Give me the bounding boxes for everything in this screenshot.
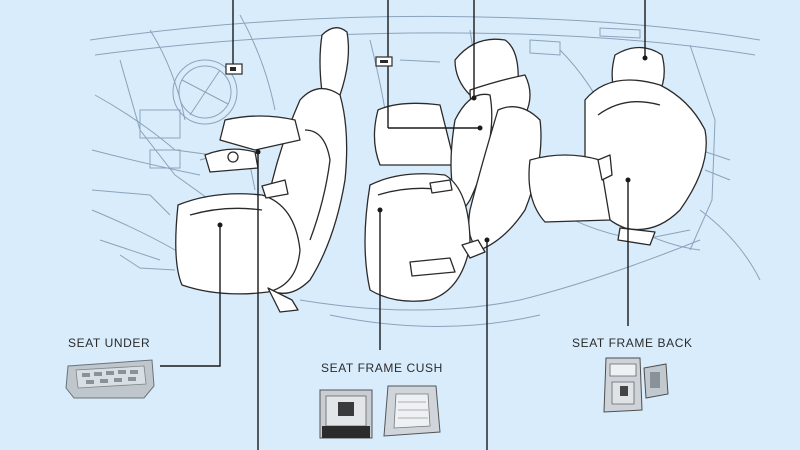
seat-frame-back-part-photo [603,357,669,413]
small-part-markers [225,56,393,75]
seat-frame-cush-label: SEAT FRAME CUSH [321,361,443,375]
rear-bench-seat [364,38,542,302]
seat-frame-cush-part-photo [319,385,441,439]
callout-dots [217,55,648,243]
leader-lines [160,0,646,450]
small-part-marker-details [230,60,388,71]
seat-under-part-photo [65,359,155,399]
third-row-seat [528,46,707,246]
front-seat [175,27,350,313]
seat-under-label: SEAT UNDER [68,336,151,350]
seat-frame-back-label: SEAT FRAME BACK [572,336,693,350]
